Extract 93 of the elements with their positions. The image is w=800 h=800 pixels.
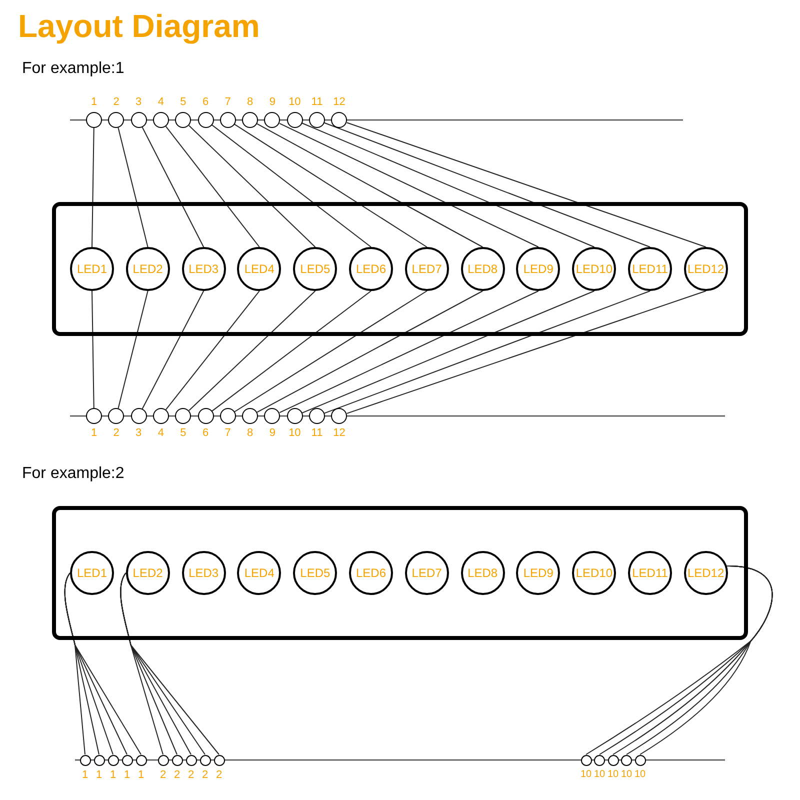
wire [142, 290, 204, 410]
led-circle: LED6 [349, 247, 393, 291]
terminal-number: 8 [247, 96, 254, 108]
terminal-number: 10 [634, 768, 646, 780]
wire [279, 122, 539, 248]
terminal-number: 10 [620, 768, 632, 780]
terminal-number: 9 [269, 427, 276, 439]
wire [211, 290, 372, 412]
led-circle: LED9 [516, 551, 560, 595]
led-circle: LED5 [293, 551, 338, 595]
led-circle: LED8 [460, 247, 505, 291]
terminal-number: 1 [138, 768, 144, 780]
terminal-number: 7 [224, 427, 231, 439]
led-circle: LED7 [404, 247, 449, 291]
terminal-number: 2 [174, 768, 180, 780]
led-circle: LED1 [70, 247, 114, 291]
terminal-number: 1 [90, 427, 98, 439]
terminal-number: 9 [269, 96, 276, 108]
wire [165, 290, 260, 410]
terminal-number: 4 [158, 96, 164, 108]
terminal-number: 5 [180, 427, 186, 439]
wire [188, 125, 316, 248]
terminal-number: 12 [333, 427, 346, 439]
wire [142, 126, 204, 248]
terminal-number: 11 [311, 96, 323, 108]
terminal-number: 10 [288, 427, 301, 439]
wire [118, 127, 148, 248]
terminal-number: 10 [288, 96, 301, 108]
terminal-number: 8 [247, 427, 254, 439]
led-circle: LED9 [516, 247, 560, 291]
led-circle: LED10 [572, 551, 616, 595]
led-circle: LED4 [237, 551, 282, 595]
wire [165, 126, 260, 248]
terminal-number: 6 [202, 427, 209, 439]
terminal-number: 2 [160, 768, 166, 780]
wire [346, 122, 706, 248]
terminal-number: 2 [113, 427, 120, 439]
panel-frame [52, 202, 748, 336]
led-circle: LED12 [684, 551, 728, 595]
led-circle: LED8 [460, 551, 505, 595]
led-circle: LED1 [70, 551, 114, 595]
section-heading: For example:1 [22, 60, 124, 78]
terminal-number: 1 [90, 96, 98, 108]
terminal-number: 2 [202, 768, 208, 780]
terminal-number: 2 [188, 768, 194, 780]
terminal-number: 3 [136, 96, 142, 108]
led-circle: LED2 [126, 247, 170, 291]
led-circle: LED2 [126, 551, 170, 595]
wire [256, 123, 484, 248]
terminal-number: 11 [311, 427, 323, 439]
terminal-number: 10 [580, 768, 592, 780]
led-circle: LED10 [572, 247, 616, 291]
terminal-number: 4 [158, 427, 164, 439]
terminal-number: 1 [124, 768, 130, 780]
terminal-number: 12 [333, 96, 346, 108]
terminal-number: 7 [224, 96, 231, 108]
terminal-number: 2 [113, 96, 120, 108]
wire [188, 290, 316, 411]
terminal-number: 3 [136, 427, 142, 439]
led-circle: LED3 [182, 551, 226, 595]
wire [211, 124, 372, 248]
terminal-number: 1 [110, 768, 116, 780]
led-circle: LED5 [293, 247, 338, 291]
terminal-number: 2 [216, 768, 222, 780]
led-circle: LED6 [349, 551, 393, 595]
led-circle: LED3 [182, 247, 226, 291]
wire [256, 290, 484, 413]
terminal-number: 10 [594, 768, 606, 780]
panel-frame [52, 506, 748, 640]
wire [324, 290, 650, 414]
terminal-number: 10 [607, 768, 619, 780]
wire [302, 290, 595, 414]
led-circle: LED12 [684, 247, 728, 291]
terminal-number: 1 [82, 768, 88, 780]
wire [234, 290, 428, 412]
wire [92, 128, 94, 248]
wire [234, 124, 428, 248]
led-circle: LED4 [237, 247, 282, 291]
wire [64, 572, 142, 755]
terminal-number: 5 [180, 96, 186, 108]
wire [324, 122, 650, 248]
terminal-number: 6 [202, 96, 209, 108]
wire [302, 122, 595, 248]
terminal-number: 1 [96, 768, 102, 780]
wire [279, 290, 539, 414]
led-circle: LED11 [628, 247, 672, 291]
led-circle: LED11 [628, 551, 672, 595]
led-circle: LED7 [404, 551, 449, 595]
wire [346, 290, 706, 414]
wire [118, 290, 148, 409]
wire [92, 290, 94, 408]
diagram-title: Layout Diagram [18, 8, 260, 45]
section-heading: For example:2 [22, 465, 124, 483]
